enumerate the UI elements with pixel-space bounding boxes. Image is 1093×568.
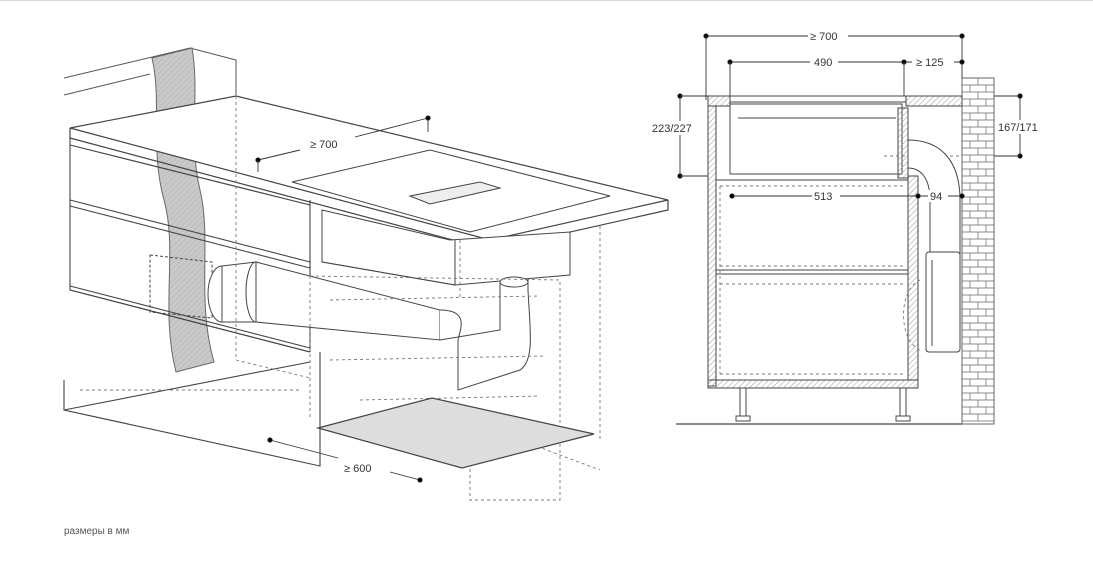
dim-inner-label: 513	[814, 191, 832, 203]
dim-depth-label: ≥ 700	[310, 139, 337, 151]
units-note: размеры в мм	[64, 526, 130, 537]
section-floor	[676, 387, 962, 425]
hob	[291, 149, 611, 233]
dim-total-label: ≥ 700	[810, 31, 837, 43]
dim-clearance-label: ≥ 600	[344, 463, 371, 475]
dimension-inner	[729, 193, 965, 199]
top-border	[0, 0, 1093, 1]
plinth-plate	[315, 397, 595, 469]
section-dashed	[719, 155, 960, 375]
cabinet-fronts	[63, 138, 321, 467]
duct-system	[149, 254, 531, 391]
dimension-height-left	[677, 93, 708, 179]
hob-body	[321, 209, 571, 286]
dim-rear-label: ≥ 125	[916, 57, 943, 69]
section-countertop	[707, 95, 963, 107]
dimension-depth-left	[255, 115, 431, 172]
dim-height-left-label: 223/227	[652, 123, 692, 135]
carcass-dashed	[80, 96, 601, 501]
dimension-clearance	[267, 437, 423, 483]
dim-height-right-label: 167/171	[998, 122, 1038, 134]
dim-duct-label: 94	[930, 191, 942, 203]
dimension-top	[703, 33, 965, 100]
section-cabinet	[707, 103, 919, 389]
dim-cutout-label: 490	[814, 57, 832, 69]
brick-courses	[962, 78, 994, 422]
